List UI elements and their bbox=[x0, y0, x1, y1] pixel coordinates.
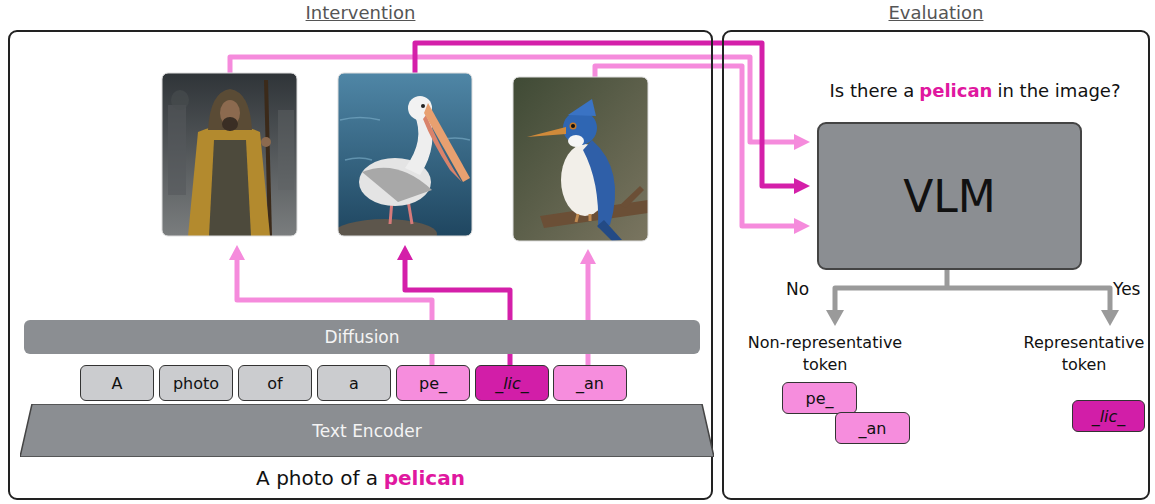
node-label: _an bbox=[859, 419, 887, 438]
arrowhead bbox=[794, 134, 810, 150]
node-label: Text Encoder bbox=[312, 421, 421, 441]
panel-heading: Intervention bbox=[10, 2, 711, 23]
node-label: of bbox=[267, 374, 282, 393]
token-box: _an bbox=[553, 365, 627, 401]
label-text: No bbox=[786, 279, 826, 299]
label-text: pelican bbox=[384, 466, 465, 490]
text-line: A photo of apelican bbox=[8, 466, 713, 490]
panel-heading: Evaluation bbox=[724, 2, 1148, 23]
node-label: _lic_ bbox=[495, 374, 529, 393]
token-box: _lic_ bbox=[1072, 400, 1145, 432]
token-box: _lic_ bbox=[475, 365, 549, 401]
generated-image-pelican bbox=[338, 73, 472, 236]
panel-frame: InterventionDiffusionAphotoofape__lic__a… bbox=[8, 30, 713, 500]
token-box: pe_ bbox=[396, 365, 470, 401]
token-box: a bbox=[317, 365, 391, 401]
node-label: pe_ bbox=[806, 389, 834, 408]
token-box: A bbox=[80, 365, 154, 401]
encoder-trapezoid: Text Encoder bbox=[20, 404, 714, 457]
arrowhead bbox=[229, 245, 245, 260]
arrowhead bbox=[794, 178, 810, 194]
token-box: of bbox=[238, 365, 312, 401]
node-label: a bbox=[349, 374, 359, 393]
node-label: VLM bbox=[903, 171, 996, 222]
token-box: _an bbox=[835, 412, 910, 444]
node-label: Diffusion bbox=[324, 327, 399, 347]
generated-image-bird bbox=[513, 77, 648, 241]
node-label: _lic_ bbox=[1092, 407, 1126, 426]
arrowhead bbox=[794, 218, 810, 234]
arrowhead bbox=[397, 245, 413, 260]
label-text: Non-representative token bbox=[740, 332, 910, 375]
label-text: Representative token bbox=[1020, 332, 1148, 375]
text-line: Is there apelicanin the image? bbox=[800, 80, 1150, 101]
token-box: pe_ bbox=[782, 382, 857, 414]
label-text: in the image? bbox=[997, 80, 1120, 101]
label-text: Yes bbox=[1113, 279, 1149, 299]
model-bar: Diffusion bbox=[24, 320, 700, 354]
node-label: photo bbox=[173, 374, 219, 393]
token-box: photo bbox=[159, 365, 233, 401]
node-label: A bbox=[112, 374, 123, 393]
model-box: VLM bbox=[817, 122, 1082, 270]
arrowhead bbox=[580, 249, 596, 264]
node-label: pe_ bbox=[419, 374, 447, 393]
branch-arrows bbox=[826, 268, 1119, 326]
generated-image-man bbox=[162, 73, 297, 236]
node-label: _an bbox=[576, 374, 604, 393]
label-text: Is there a bbox=[830, 80, 915, 101]
label-text: pelican bbox=[919, 80, 992, 101]
label-text: A photo of a bbox=[256, 466, 378, 490]
